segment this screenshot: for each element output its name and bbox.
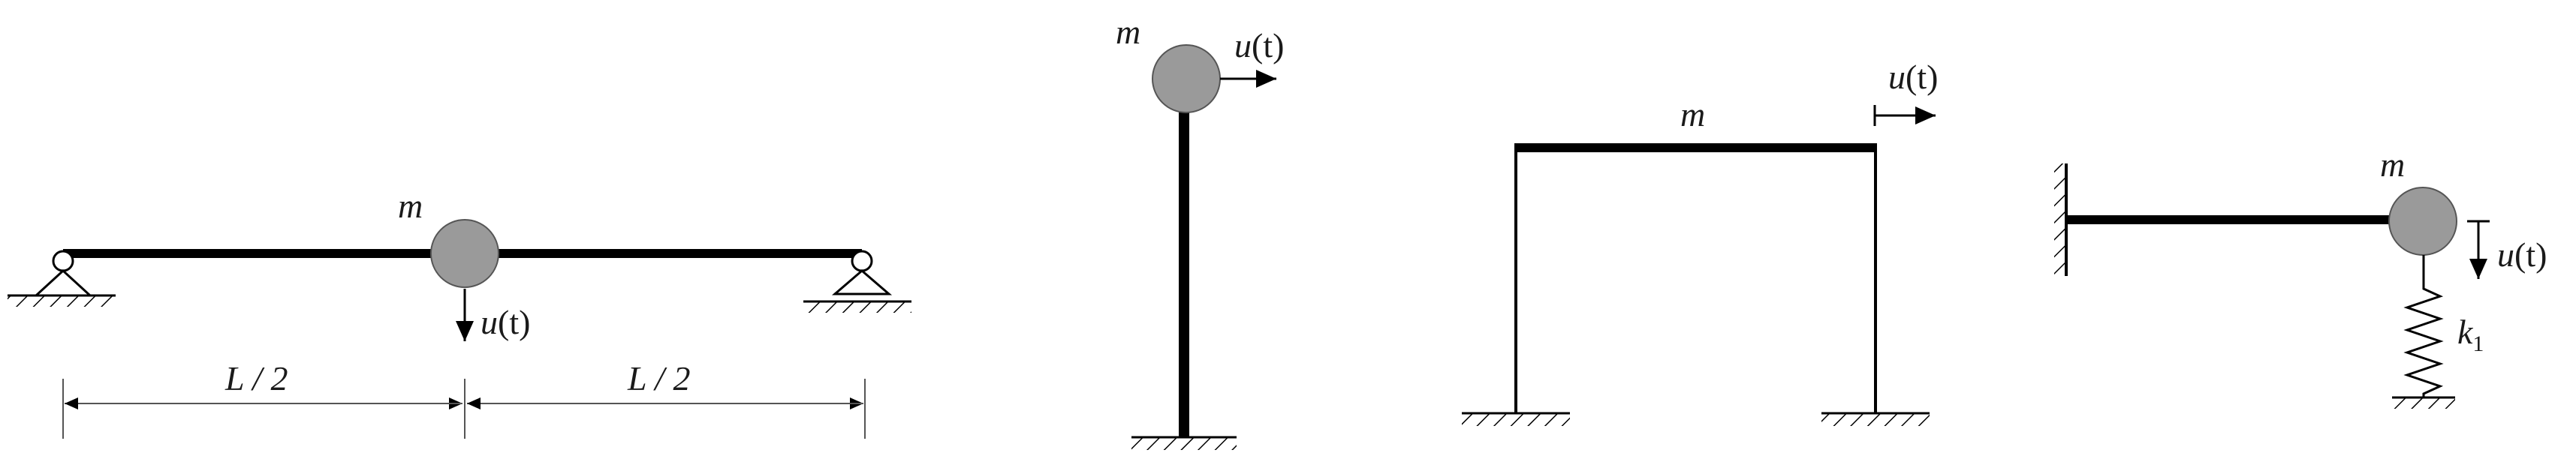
panel-cantilever-column: m u(t) <box>1116 13 1284 450</box>
fixed-wall <box>2054 164 2068 276</box>
span-right-label: L / 2 <box>627 359 691 398</box>
displacement-label: u(t) <box>481 303 530 341</box>
displacement-arrow <box>2467 220 2490 279</box>
mass-label: m <box>2380 146 2405 184</box>
right-fixed-base <box>1821 412 1930 426</box>
fixed-base <box>1131 436 1237 450</box>
dimension-line <box>62 379 866 439</box>
spring-label: k1 <box>2457 313 2484 356</box>
mass-label: m <box>1116 13 1140 51</box>
left-fixed-base <box>1462 412 1570 426</box>
displacement-label: u(t) <box>1888 58 1938 96</box>
spring-ground <box>2392 396 2455 409</box>
displacement-label: u(t) <box>2497 236 2547 274</box>
lumped-mass <box>1152 44 1221 113</box>
lumped-mass <box>430 219 499 288</box>
displacement-arrow <box>1873 105 1936 126</box>
displacement-label: u(t) <box>1234 26 1284 64</box>
panel-cantilever-with-spring: m u(t) k1 <box>2054 146 2547 409</box>
right-pin-support <box>803 250 911 313</box>
span-left-label: L / 2 <box>224 359 288 398</box>
mass-label: m <box>1680 95 1705 134</box>
panel-portal-frame: m u(t) <box>1462 58 1938 426</box>
spring <box>2403 255 2444 398</box>
panel-simply-supported-beam: m u(t) L / 2 L / 2 <box>8 187 911 439</box>
lumped-mass <box>2388 187 2457 256</box>
left-pin-support <box>8 250 116 307</box>
mass-label: m <box>398 187 423 225</box>
